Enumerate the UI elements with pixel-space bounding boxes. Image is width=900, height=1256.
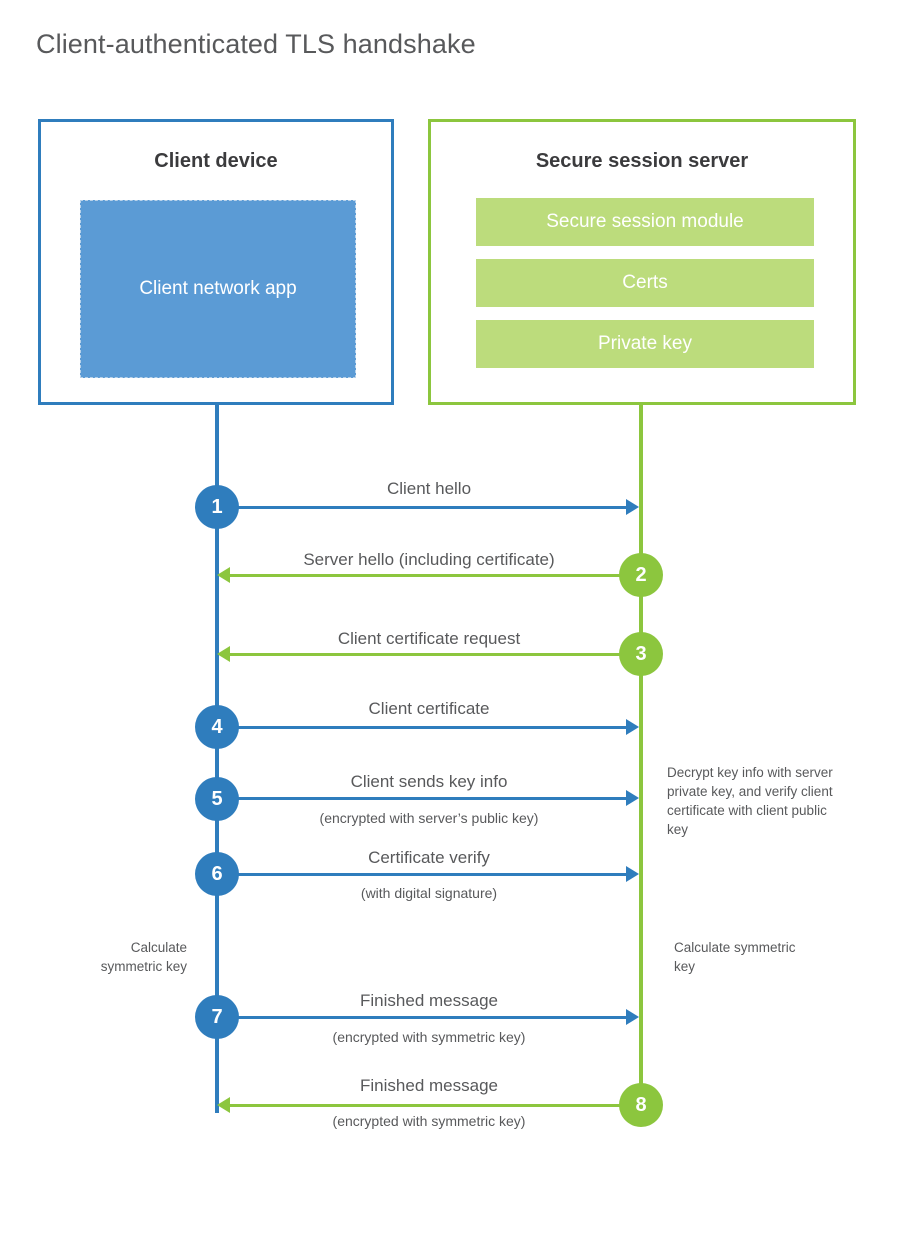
step-6-sublabel: (with digital signature) bbox=[360, 885, 498, 901]
step-2-circle: 2 bbox=[619, 553, 663, 597]
step-5-circle: 5 bbox=[195, 777, 239, 821]
step-8-label: Finished message bbox=[360, 1076, 498, 1095]
step-7-arrow-head-icon bbox=[626, 1009, 639, 1025]
step-3-label: Client certificate request bbox=[337, 629, 521, 648]
step-5-label: Client sends key info bbox=[350, 772, 508, 791]
step-7-label: Finished message bbox=[360, 991, 498, 1010]
secure-session-server-box: Secure session server Secure session mod… bbox=[428, 119, 856, 405]
step-1-label: Client hello bbox=[386, 479, 472, 498]
step-5-sublabel: (encrypted with server’s public key) bbox=[319, 810, 539, 826]
server-component-secure-session-module: Secure session module bbox=[476, 198, 814, 246]
server-components-list: Secure session module Certs Private key bbox=[476, 198, 814, 368]
server-component-private-key: Private key bbox=[476, 320, 814, 368]
step-5-arrow-line bbox=[217, 797, 629, 800]
step-1-arrow-line bbox=[217, 506, 629, 509]
step-7-circle: 7 bbox=[195, 995, 239, 1039]
step-2-arrow-line bbox=[230, 574, 629, 577]
step-1-circle: 1 bbox=[195, 485, 239, 529]
server-calculate-key-note: Calculate symmetric key bbox=[674, 940, 796, 975]
step-6-circle: 6 bbox=[195, 852, 239, 896]
step-8-sublabel: (encrypted with symmetric key) bbox=[332, 1113, 526, 1129]
client-device-box: Client device Client network app bbox=[38, 119, 394, 405]
page-title: Client-authenticated TLS handshake bbox=[36, 29, 476, 59]
client-calculate-key-note: Calculate symmetric key bbox=[100, 940, 187, 975]
step-2-label: Server hello (including certificate) bbox=[303, 550, 555, 569]
step-1-arrow-head-icon bbox=[626, 499, 639, 515]
step-4-label: Client certificate bbox=[368, 699, 490, 718]
step-7-arrow-line bbox=[217, 1016, 629, 1019]
server-decrypt-note: Decrypt key info with server private key… bbox=[667, 765, 833, 838]
step-6-arrow-line bbox=[217, 873, 629, 876]
step-4-circle: 4 bbox=[195, 705, 239, 749]
server-lifeline bbox=[639, 405, 643, 1108]
step-8-circle: 8 bbox=[619, 1083, 663, 1127]
step-7-sublabel: (encrypted with symmetric key) bbox=[332, 1029, 526, 1045]
step-8-arrow-line bbox=[230, 1104, 629, 1107]
secure-session-server-title: Secure session server bbox=[535, 150, 749, 172]
step-3-arrow-line bbox=[230, 653, 629, 656]
step-6-label: Certificate verify bbox=[368, 848, 490, 867]
step-4-arrow-line bbox=[217, 726, 629, 729]
step-8-arrow-head-icon bbox=[217, 1097, 230, 1113]
step-2-arrow-head-icon bbox=[217, 567, 230, 583]
server-component-certs: Certs bbox=[476, 259, 814, 307]
client-network-app-block: Client network app bbox=[80, 200, 356, 378]
client-lifeline bbox=[215, 405, 219, 1113]
step-3-circle: 3 bbox=[619, 632, 663, 676]
client-device-title: Client device bbox=[154, 150, 278, 172]
step-5-arrow-head-icon bbox=[626, 790, 639, 806]
step-3-arrow-head-icon bbox=[217, 646, 230, 662]
step-4-arrow-head-icon bbox=[626, 719, 639, 735]
step-6-arrow-head-icon bbox=[626, 866, 639, 882]
